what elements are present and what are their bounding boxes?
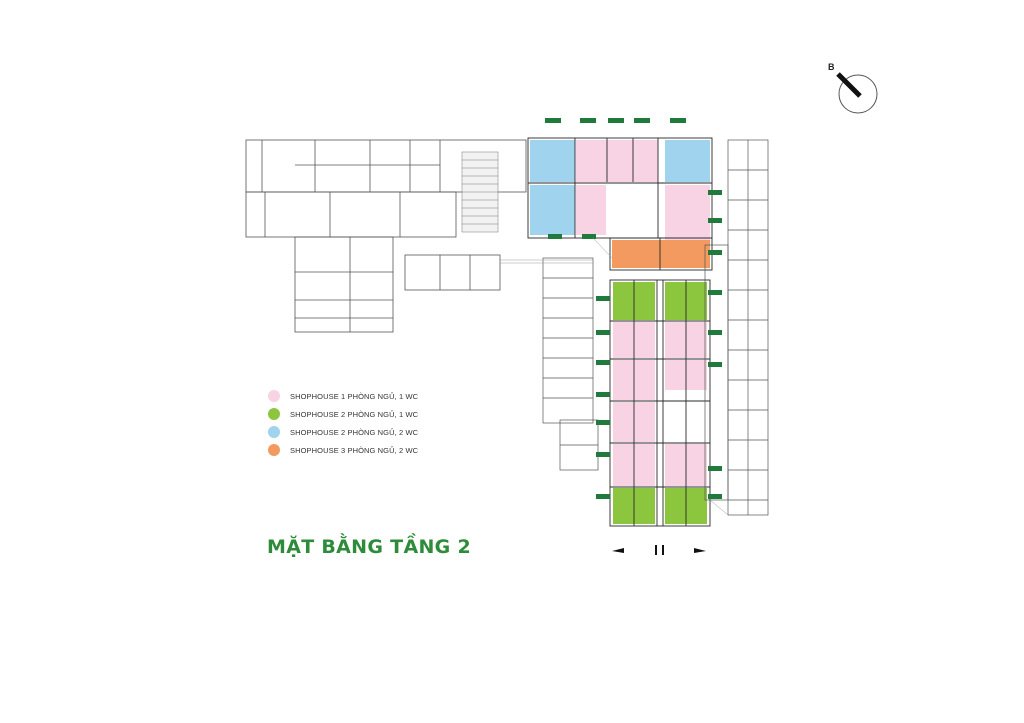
west-column (542, 257, 599, 471)
unit-walls (527, 137, 713, 527)
legend-item: SHOPHOUSE 2 PHÒNG NGỦ, 1 WC (268, 405, 418, 423)
page-title: MẶT BẰNG TẦNG 2 (267, 536, 471, 558)
north-units (530, 140, 710, 268)
legend-item: SHOPHOUSE 3 PHÒNG NGỦ, 2 WC (268, 441, 418, 459)
legend-swatch-orange (268, 444, 280, 456)
east-wing (704, 139, 769, 516)
legend-item: SHOPHOUSE 2 PHÒNG NGỦ, 2 WC (268, 423, 418, 441)
entrance-marks (612, 545, 706, 555)
west-wing (245, 139, 527, 333)
compass-letter: B (828, 62, 835, 72)
unit-tags (545, 118, 722, 499)
legend-label: SHOPHOUSE 2 PHÒNG NGỦ, 1 WC (290, 409, 419, 419)
legend-item: SHOPHOUSE 1 PHÒNG NGỦ, 1 WC (268, 387, 418, 405)
site-lines (500, 237, 729, 516)
central-units (613, 282, 707, 524)
stair-core (461, 151, 499, 233)
legend-swatch-blue (268, 426, 280, 438)
legend-label: SHOPHOUSE 3 PHÒNG NGỦ, 2 WC (290, 445, 419, 455)
legend-label: SHOPHOUSE 1 PHÒNG NGỦ, 1 WC (290, 391, 419, 401)
legend-label: SHOPHOUSE 2 PHÒNG NGỦ, 2 WC (290, 427, 419, 437)
legend-swatch-green (268, 408, 280, 420)
legend-swatch-pink (268, 390, 280, 402)
compass-icon (836, 72, 878, 114)
north-compass: B (828, 62, 884, 118)
